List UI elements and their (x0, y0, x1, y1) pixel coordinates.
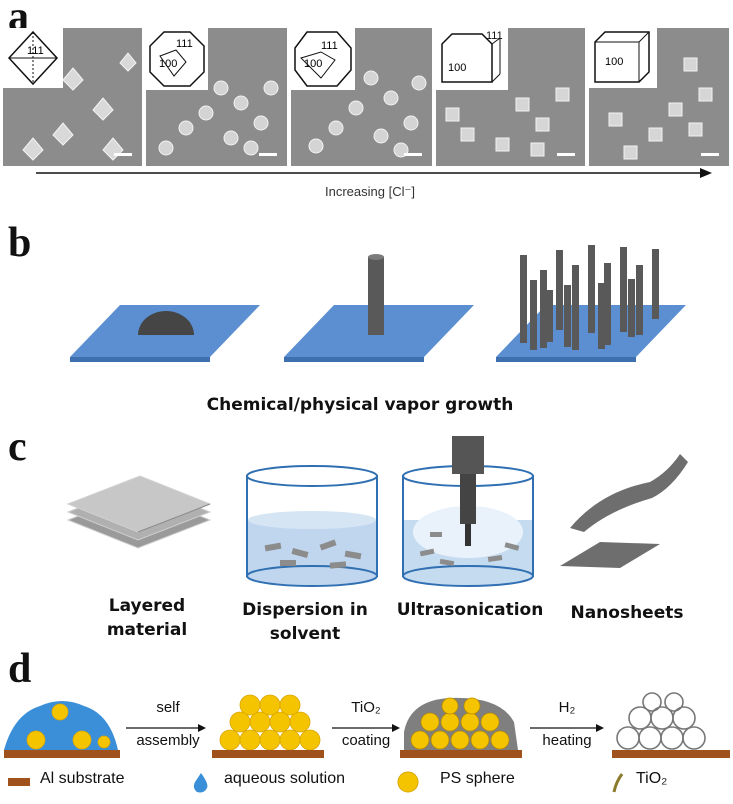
stage-aqueous-droplet (4, 701, 120, 758)
step-label-line: Ultrasonication (396, 600, 544, 620)
vapor-growth-diagram (70, 245, 686, 362)
sem-image-4: 100 111 (436, 28, 585, 166)
step-label-dispersion: Dispersion in solvent (232, 598, 378, 646)
ultrasonication-beaker (402, 436, 534, 587)
panel-letter-d: d (8, 646, 32, 692)
step-label-line: solvent (269, 624, 341, 644)
facet-label: 100 (605, 56, 624, 68)
sem-particles (308, 70, 427, 158)
stage-assembled-spheres (219, 694, 321, 751)
legend-swatch-aqueous (193, 773, 208, 793)
inset-truncated-cube: 100 (436, 28, 508, 90)
sem-particles (445, 87, 570, 157)
arrow1-top-label: self (156, 699, 180, 716)
legend-label-aqueous: aqueous solution (224, 770, 345, 787)
arrow2-bottom-label: coating (341, 732, 391, 749)
nanorod-array (520, 245, 659, 350)
template-process-diagram (4, 692, 730, 758)
nanosheets (560, 454, 688, 568)
step-label-line: Dispersion in (242, 600, 368, 620)
legend-label-tio2: TiO₂ (636, 770, 668, 787)
scale-bar (404, 153, 422, 156)
stage-coated-spheres (400, 697, 522, 758)
facet-label: 111 (27, 45, 44, 57)
sem-image-2: 111 100 (146, 28, 287, 166)
axis-label: Increasing [Cl⁻] (325, 184, 415, 199)
step-label-layered: Layered material (92, 594, 202, 642)
sem-image-5: 100 (589, 28, 729, 166)
increasing-arrow (36, 168, 712, 178)
arrow2-top-label: TiO₂ (351, 699, 381, 716)
dispersion-beaker (246, 465, 378, 587)
arrow1-bottom-label: assembly (136, 732, 200, 749)
scale-bar (259, 153, 277, 156)
sem-image-3: 111 100 (291, 28, 432, 166)
legend-label-al: Al substrate (40, 770, 125, 787)
panel-letter-c: c (8, 424, 27, 470)
legend-label-ps: PS sphere (440, 770, 515, 787)
inset-truncated-octahedron: 111 100 (291, 28, 355, 90)
step-label-line: Layered (108, 596, 186, 616)
sem-image-1: 111 (3, 28, 142, 166)
legend-swatch-ps (397, 771, 419, 793)
catalyst-droplet (138, 311, 194, 335)
step-label-ultrasonication: Ultrasonication (390, 598, 550, 622)
arrow3-bottom-label: heating (542, 732, 592, 749)
stage-hollow-shells (616, 692, 706, 750)
single-nanorod (368, 257, 384, 335)
arrow3-top-label: H₂ (558, 699, 576, 716)
scale-bar (114, 153, 132, 156)
facet-label: 100 (448, 62, 467, 74)
sem-particles (158, 80, 279, 156)
scale-bar (701, 153, 719, 156)
step-label-nanosheets: Nanosheets (562, 601, 692, 625)
step-label-line: material (106, 620, 188, 640)
facet-label: 100 (304, 58, 323, 70)
sem-particles (608, 57, 713, 160)
legend: Al substrate aqueous solution PS sphere … (0, 770, 733, 800)
process-arrow-2 (332, 724, 400, 732)
legend-swatch-tio2 (612, 773, 624, 793)
vapor-growth-caption: Chemical/physical vapor growth (206, 395, 514, 415)
layered-material (66, 475, 212, 549)
facet-label: 111 (321, 40, 338, 52)
scale-bar (557, 153, 575, 156)
exfoliation-diagram (66, 436, 688, 587)
panel-letter-b: b (8, 220, 32, 266)
step-label-line: Nanosheets (570, 603, 684, 623)
inset-octahedron: 111 (3, 28, 63, 88)
facet-label-outside: 111 (486, 30, 503, 42)
inset-cuboctahedron: 111 100 (146, 28, 208, 90)
legend-swatch-al (8, 778, 30, 786)
facet-label: 100 (159, 58, 178, 70)
facet-label: 111 (176, 38, 193, 50)
process-arrow-1 (126, 724, 206, 732)
process-arrow-3 (530, 724, 604, 732)
inset-cube: 100 (589, 28, 657, 88)
